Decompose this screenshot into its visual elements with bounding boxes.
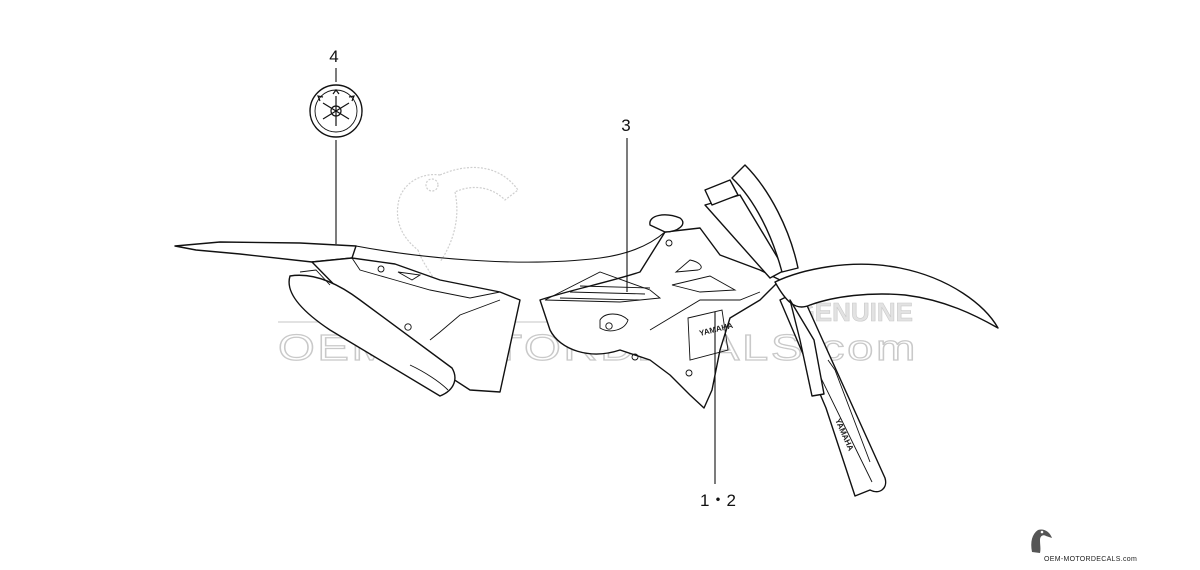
callout-1-2: 1・2 xyxy=(700,312,736,510)
footer-site-text: OEM-MOTORDECALS.com xyxy=(1044,556,1137,563)
footer-logo: OEM-MOTORDECALS.com xyxy=(1031,529,1137,563)
callout-4-label: 4 xyxy=(329,47,338,66)
radiator-shroud-part: YAMAHA xyxy=(539,214,781,409)
rear-fender-part xyxy=(174,241,357,263)
callout-3: 3 xyxy=(621,116,631,292)
callout-1-2-label: 1・2 xyxy=(700,491,736,510)
seat-outline xyxy=(355,231,666,263)
footer-bird-icon xyxy=(1031,529,1052,553)
callout-3-label: 3 xyxy=(621,116,630,135)
callout-4: 4 xyxy=(309,47,363,244)
muffler-part xyxy=(288,269,456,397)
front-fender-part xyxy=(774,263,999,397)
emblem-part xyxy=(309,84,363,138)
tuning-fork-logo-icon xyxy=(317,89,355,126)
